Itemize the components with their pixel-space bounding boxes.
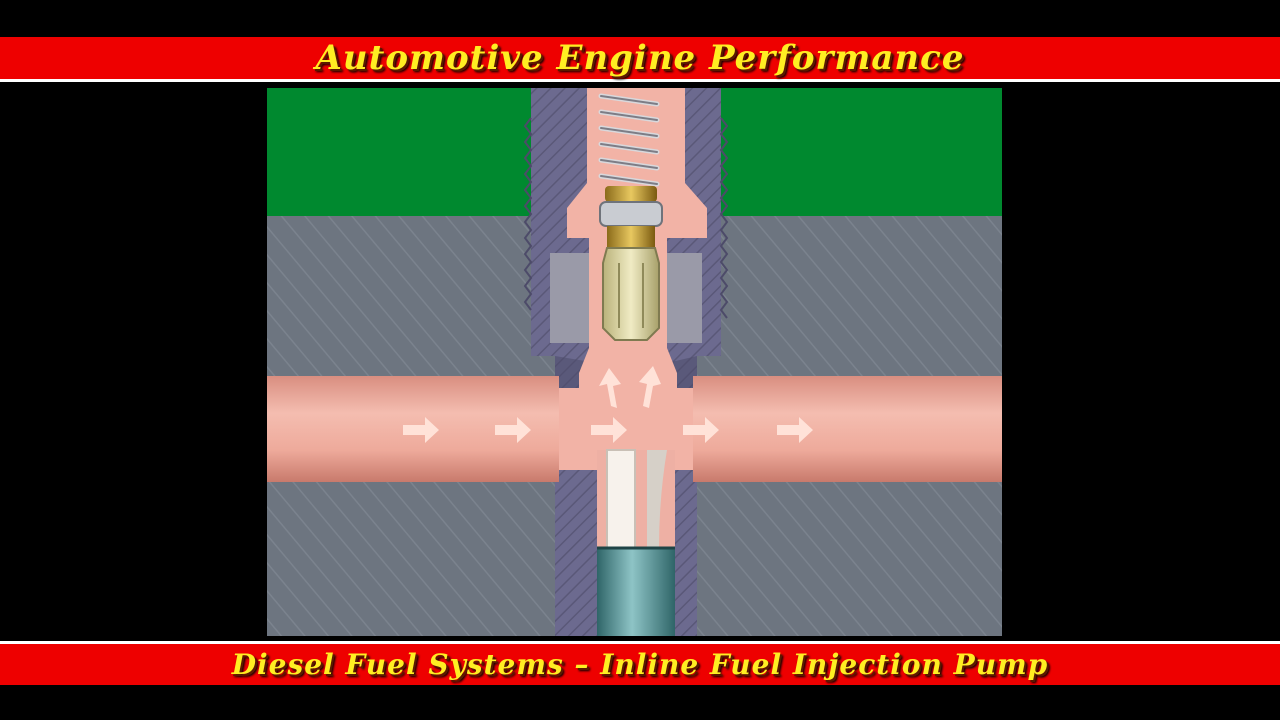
lesson-subtitle: Diesel Fuel Systems – Inline Fuel Inject…	[231, 648, 1049, 681]
delivery-valve	[599, 186, 663, 341]
right-arrow-icon	[777, 417, 813, 443]
right-arrow-icon	[683, 417, 719, 443]
fuel-outlet-gallery	[693, 376, 1002, 482]
pump-plunger	[597, 449, 675, 636]
subtitle-banner: Diesel Fuel Systems – Inline Fuel Inject…	[0, 641, 1280, 685]
right-arrow-icon	[591, 417, 627, 443]
upward-flow-arrows	[599, 366, 661, 408]
right-arrow-icon	[403, 417, 439, 443]
delivery-valve-spring	[598, 93, 660, 187]
up-arrow-icon	[599, 368, 621, 408]
fuel-flow-arrows	[403, 417, 813, 443]
right-arrow-icon	[495, 417, 531, 443]
up-arrow-icon	[639, 366, 661, 408]
course-title: Automotive Engine Performance	[315, 38, 965, 78]
injection-pump-diagram	[267, 88, 1002, 636]
pump-cutaway-illustration	[267, 88, 1002, 636]
title-banner: Automotive Engine Performance	[0, 37, 1280, 82]
